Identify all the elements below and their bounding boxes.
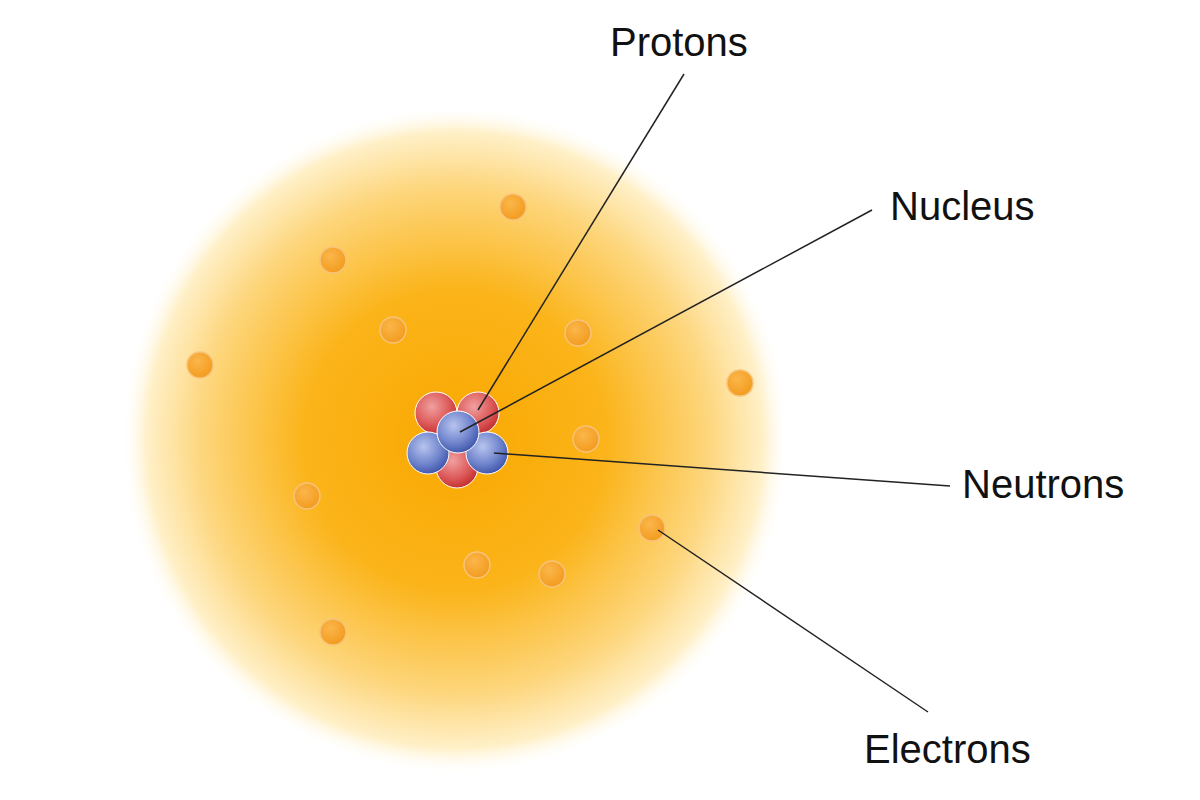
- electrons-label: Electrons: [864, 727, 1031, 771]
- nucleus-particles: [407, 392, 508, 488]
- electron-cloud: [120, 105, 790, 775]
- protons-label: Protons: [610, 20, 748, 64]
- electrons: [187, 194, 753, 645]
- nucleus-label: Nucleus: [890, 184, 1035, 228]
- neutrons-label: Neutrons: [962, 462, 1124, 506]
- leader-lines: [460, 74, 950, 712]
